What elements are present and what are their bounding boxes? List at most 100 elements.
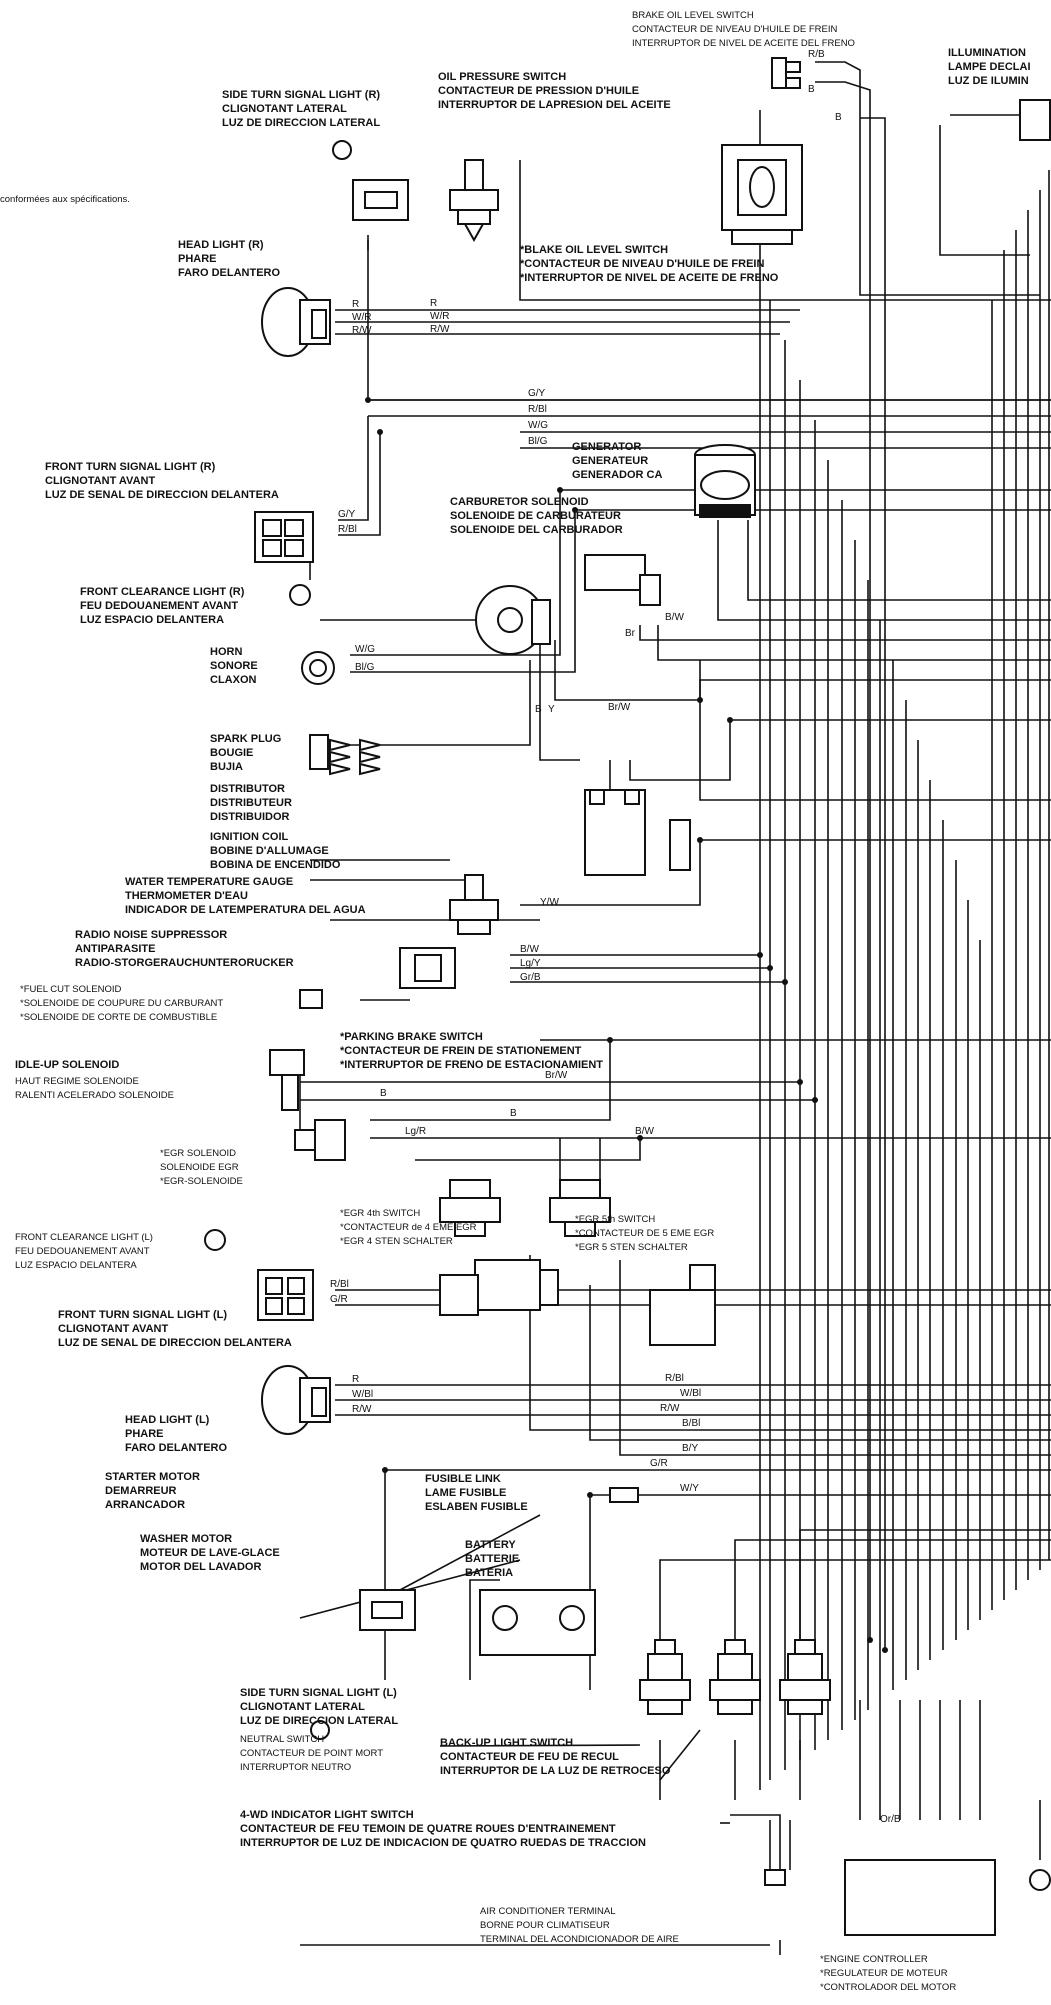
fourwd-indicator-switch-icon bbox=[779, 1639, 831, 1715]
svg-text:SOLENOIDE EGR: SOLENOIDE EGR bbox=[160, 1162, 239, 1173]
svg-text:HEAD LIGHT (L): HEAD LIGHT (L) bbox=[125, 1414, 210, 1426]
label-oil-pressure-switch: OIL PRESSURE SWITCH CONTACTEUR DE PRESSI… bbox=[438, 71, 671, 111]
ignition-coil-icon bbox=[584, 789, 691, 876]
wire-code-wr: W/R bbox=[352, 312, 371, 323]
svg-text:CONTACTEUR DE NIVEAU D'HUILE D: CONTACTEUR DE NIVEAU D'HUILE DE FREIN bbox=[632, 24, 838, 35]
svg-text:LUZ DE DIRECCION LATERAL: LUZ DE DIRECCION LATERAL bbox=[240, 1715, 398, 1727]
wire-code-y: Y bbox=[548, 704, 555, 715]
label-engine-controller: *ENGINE CONTROLLER *REGULATEUR DE MOTEUR… bbox=[820, 1954, 956, 1993]
label-carburetor-solenoid: CARBURETOR SOLENOID SOLENOIDE DE CARBURA… bbox=[450, 496, 623, 536]
label-front-clearance-left: FRONT CLEARANCE LIGHT (L) FEU DEDOUANEME… bbox=[15, 1232, 153, 1271]
neutral-switch-icon bbox=[639, 1639, 691, 1715]
label-starter-motor: STARTER MOTOR DEMARREUR ARRANCADOR bbox=[105, 1471, 200, 1511]
wire-code-b: B bbox=[535, 704, 542, 715]
head-light-left-icon bbox=[261, 1365, 331, 1435]
svg-text:INTERRUPTOR DE LAPRESION DEL A: INTERRUPTOR DE LAPRESION DEL ACEITE bbox=[438, 99, 671, 111]
wire-code-rw: R/W bbox=[430, 324, 450, 335]
svg-text:*CONTACTEUR DE FREIN DE STATIO: *CONTACTEUR DE FREIN DE STATIONEMENT bbox=[340, 1045, 582, 1057]
radio-noise-suppressor-icon bbox=[299, 947, 456, 1009]
wire-code-bbl: B/Bl bbox=[682, 1418, 700, 1429]
starter-motor-icon bbox=[439, 1259, 559, 1316]
svg-text:*INTERRUPTOR DE NIVEL DE ACEIT: *INTERRUPTOR DE NIVEL DE ACEITE DE FRENO bbox=[520, 272, 779, 284]
svg-text:SOLENOIDE DEL CARBURADOR: SOLENOIDE DEL CARBURADOR bbox=[450, 524, 623, 536]
brake-oil-level-switch-icon bbox=[771, 57, 801, 89]
svg-text:CONTACTEUR DE FEU DE RECUL: CONTACTEUR DE FEU DE RECUL bbox=[440, 1751, 619, 1763]
label-head-light-left: HEAD LIGHT (L) PHARE FARO DELANTERO bbox=[125, 1414, 228, 1454]
svg-text:ESLABEN FUSIBLE: ESLABEN FUSIBLE bbox=[425, 1501, 528, 1513]
svg-text:CONTACTEUR DE PRESSION D'HUILE: CONTACTEUR DE PRESSION D'HUILE bbox=[438, 85, 639, 97]
backup-light-switch-icon bbox=[709, 1639, 761, 1715]
svg-text:INTERRUPTOR DE LA LUZ DE RETRO: INTERRUPTOR DE LA LUZ DE RETROCESO bbox=[440, 1765, 671, 1777]
svg-text:BATTERY: BATTERY bbox=[465, 1539, 516, 1551]
label-fourwd-indicator-switch: 4-WD INDICATOR LIGHT SWITCH CONTACTEUR D… bbox=[240, 1809, 646, 1849]
wire-code-orb: Or/B bbox=[880, 1814, 901, 1825]
svg-text:RALENTI ACELERADO SOLENOIDE: RALENTI ACELERADO SOLENOIDE bbox=[15, 1090, 174, 1101]
svg-text:*CONTACTEUR DE NIVEAU D'HUILE: *CONTACTEUR DE NIVEAU D'HUILE DE FREIN bbox=[520, 258, 764, 270]
svg-text:ILLUMINATION: ILLUMINATION bbox=[948, 47, 1026, 59]
svg-text:FRONT CLEARANCE LIGHT (L): FRONT CLEARANCE LIGHT (L) bbox=[15, 1232, 153, 1243]
label-distributor: DISTRIBUTOR DISTRIBUTEUR DISTRIBUIDOR bbox=[210, 783, 292, 823]
wire-code-bw: B/W bbox=[520, 944, 539, 955]
svg-text:GENERATEUR: GENERATEUR bbox=[572, 455, 648, 467]
wire-code-brw: Br/W bbox=[608, 702, 631, 713]
washer-motor-icon bbox=[649, 1264, 716, 1346]
svg-text:FARO DELANTERO: FARO DELANTERO bbox=[125, 1442, 228, 1454]
wire-code-rbl: R/Bl bbox=[665, 1373, 684, 1384]
svg-text:RADIO-STORGERAUCHUNTERORUCKER: RADIO-STORGERAUCHUNTERORUCKER bbox=[75, 957, 294, 969]
svg-text:AIR CONDITIONER TERMINAL: AIR CONDITIONER TERMINAL bbox=[480, 1906, 615, 1917]
svg-text:DISTRIBUTOR: DISTRIBUTOR bbox=[210, 783, 285, 795]
wire-code-rw: R/W bbox=[352, 325, 372, 336]
wire-code-rbl: R/Bl bbox=[528, 404, 547, 415]
svg-text:OIL PRESSURE SWITCH: OIL PRESSURE SWITCH bbox=[438, 71, 566, 83]
svg-text:BOUGIE: BOUGIE bbox=[210, 747, 253, 759]
svg-text:*FUEL CUT SOLENOID: *FUEL CUT SOLENOID bbox=[20, 984, 121, 995]
label-side-turn-signal-right: SIDE TURN SIGNAL LIGHT (R) CLIGNOTANT LA… bbox=[222, 89, 380, 129]
svg-text:BOBINE D'ALLUMAGE: BOBINE D'ALLUMAGE bbox=[210, 845, 329, 857]
illumination-lamp-icon bbox=[1019, 99, 1051, 141]
svg-text:LUZ DE SENAL DE DIRECCION DELA: LUZ DE SENAL DE DIRECCION DELANTERA bbox=[58, 1337, 292, 1349]
label-generator: GENERATOR GENERATEUR GENERADOR CA bbox=[572, 441, 663, 481]
wire-code-r: R bbox=[430, 298, 437, 309]
wire-code-gr: G/R bbox=[330, 1294, 348, 1305]
svg-text:DISTRIBUIDOR: DISTRIBUIDOR bbox=[210, 811, 290, 823]
svg-text:LUZ DE DIRECCION LATERAL: LUZ DE DIRECCION LATERAL bbox=[222, 117, 380, 129]
svg-text:*EGR-SOLENOIDE: *EGR-SOLENOIDE bbox=[160, 1176, 243, 1187]
wire-code-r: R bbox=[352, 1374, 359, 1385]
svg-text:BATERIA: BATERIA bbox=[465, 1567, 513, 1579]
wire-code-bw: B/W bbox=[665, 612, 684, 623]
water-temperature-gauge-icon bbox=[449, 874, 499, 935]
svg-text:ARRANCADOR: ARRANCADOR bbox=[105, 1499, 185, 1511]
svg-text:RADIO NOISE SUPPRESSOR: RADIO NOISE SUPPRESSOR bbox=[75, 929, 227, 941]
horn-icon bbox=[301, 651, 335, 685]
label-washer-motor: WASHER MOTOR MOTEUR DE LAVE-GLACE MOTOR … bbox=[140, 1533, 280, 1573]
svg-text:THERMOMETER D'EAU: THERMOMETER D'EAU bbox=[125, 890, 248, 902]
label-blake-oil-level-switch: *BLAKE OIL LEVEL SWITCH *CONTACTEUR DE N… bbox=[520, 244, 779, 284]
svg-text:CLIGNOTANT AVANT: CLIGNOTANT AVANT bbox=[58, 1323, 168, 1335]
svg-text:*REGULATEUR DE MOTEUR: *REGULATEUR DE MOTEUR bbox=[820, 1968, 948, 1979]
wire-code-b: B bbox=[835, 112, 842, 123]
wire-code-yw: Y/W bbox=[540, 897, 559, 908]
svg-text:*SOLENOIDE DE COUPURE DU CARBU: *SOLENOIDE DE COUPURE DU CARBURANT bbox=[20, 998, 223, 1009]
svg-text:PHARE: PHARE bbox=[178, 253, 217, 265]
junction-dots bbox=[365, 397, 888, 1653]
svg-text:INTERRUPTOR NEUTRO: INTERRUPTOR NEUTRO bbox=[240, 1762, 351, 1773]
front-clearance-right-bulb-icon bbox=[289, 584, 311, 606]
egr-5th-switch-icon bbox=[549, 1179, 611, 1237]
svg-text:*EGR 5 STEN SCHALTER: *EGR 5 STEN SCHALTER bbox=[575, 1242, 688, 1253]
ground-lamp-icon bbox=[1029, 1869, 1051, 1891]
svg-text:LAMPE DECLAI: LAMPE DECLAI bbox=[948, 61, 1031, 73]
svg-text:BUJIA: BUJIA bbox=[210, 761, 243, 773]
battery-icon bbox=[479, 1589, 596, 1656]
svg-text:HEAD LIGHT (R): HEAD LIGHT (R) bbox=[178, 239, 264, 251]
svg-text:HORN: HORN bbox=[210, 646, 242, 658]
engine-controller-icon bbox=[844, 1859, 996, 1936]
svg-text:SONORE: SONORE bbox=[210, 660, 258, 672]
svg-text:HAUT REGIME SOLENOIDE: HAUT REGIME SOLENOIDE bbox=[15, 1076, 139, 1087]
svg-text:SIDE TURN SIGNAL LIGHT (R): SIDE TURN SIGNAL LIGHT (R) bbox=[222, 89, 380, 101]
svg-text:4-WD INDICATOR LIGHT SWITCH: 4-WD INDICATOR LIGHT SWITCH bbox=[240, 1809, 414, 1821]
top-note: conformées aux spécifications. bbox=[0, 194, 130, 205]
label-brake-oil-level-switch: BRAKE OIL LEVEL SWITCH CONTACTEUR DE NIV… bbox=[632, 10, 855, 49]
svg-text:BOBINA DE ENCENDIDO: BOBINA DE ENCENDIDO bbox=[210, 859, 341, 871]
